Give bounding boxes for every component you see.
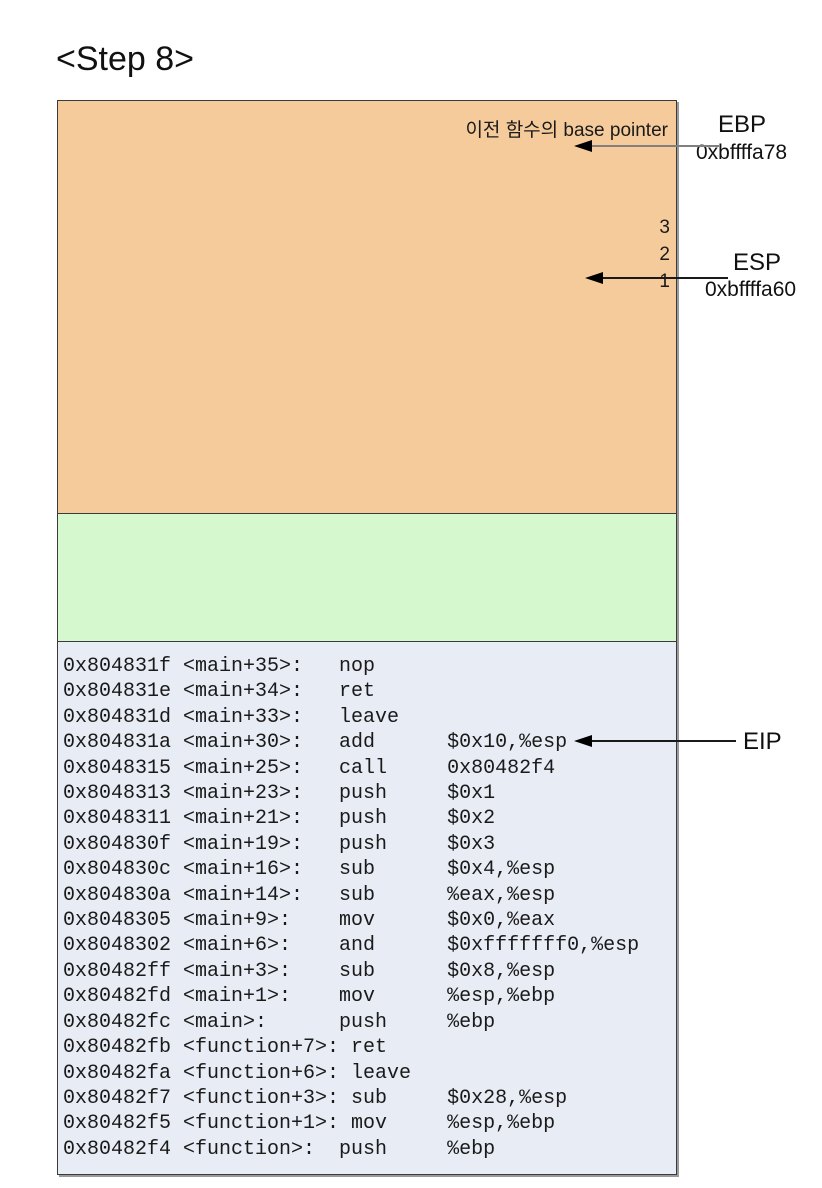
disassembly-line: 0x8048305 <main+9>: mov $0x0,%eax [63,909,556,933]
disassembly-line: 0x804831a <main+30>: add $0x10,%esp [63,731,568,755]
page-title: <Step 8> [56,40,195,78]
push-number-3: 3 [659,217,670,238]
disassembly-line: 0x804831e <main+34>: ret [63,680,376,704]
eip-arrow-icon [574,735,592,747]
disassembly-line: 0x80482f5 <function+1>: mov %esp,%ebp [63,1112,556,1136]
disassembly-line: 0x804831f <main+35>: nop [63,655,376,678]
esp-register-label: ESP [733,249,782,276]
disassembly-line: 0x804831d <main+33>: leave [63,705,400,729]
disassembly-line: 0x804830a <main+14>: sub %eax,%esp [63,883,556,907]
disassembly-line: 0x8048315 <main+25>: call 0x80482f4 [63,756,556,780]
pushed-argument-numbers: 3 2 1 [630,214,670,295]
disassembly-line: 0x8048311 <main+21>: push $0x2 [63,807,496,831]
disassembly-line: 0x80482fd <main+1>: mov %esp,%ebp [63,985,556,1009]
stack-box: 이전 함수의 base pointer 3 2 1 0x804831f <mai… [57,100,677,1175]
disassembly-line: 0x804830c <main+16>: sub $0x4,%esp [63,858,556,882]
push-number-2: 2 [659,244,670,265]
esp-arrow-line [603,277,728,279]
stack-section-previous-frame: 이전 함수의 base pointer 3 2 1 [58,101,676,513]
disassembly-line: 0x80482fc <main>: push %ebp [63,1010,496,1034]
eip-arrow-line [592,740,736,742]
disassembly-line: 0x8048313 <main+23>: push $0x1 [63,782,496,806]
push-number-1: 1 [659,271,670,292]
stack-section-buffer [58,513,676,641]
esp-arrow-icon [585,272,603,284]
ebp-register-label: EBP [718,111,767,138]
disassembly-line: 0x80482fa <function+6>: leave [63,1061,412,1085]
disassembly-line: 0x80482ff <main+3>: sub $0x8,%esp [63,959,556,983]
ebp-arrow-icon [574,140,592,152]
disassembly-line: 0x80482fb <function+7>: ret [63,1036,388,1060]
disassembly-line: 0x80482f7 <function+3>: sub $0x28,%esp [63,1086,568,1110]
previous-base-pointer-label: 이전 함수의 base pointer [465,120,668,141]
eip-register-label: EIP [743,728,782,755]
ebp-address: 0xbffffa78 [696,141,788,164]
esp-address: 0xbffffa60 [705,278,797,301]
disassembly-line: 0x80482f4 <function>: push %ebp [63,1137,496,1161]
disassembly-line: 0x804830f <main+19>: push $0x3 [63,832,496,856]
disassembly-line: 0x8048302 <main+6>: and $0xfffffff0,%esp [63,934,640,958]
ebp-arrow-line [592,145,719,147]
